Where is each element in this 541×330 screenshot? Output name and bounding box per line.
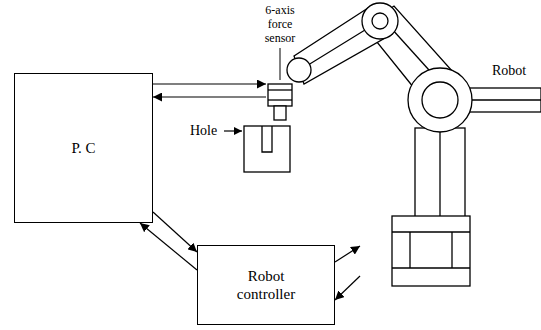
computer-box: P. C bbox=[14, 73, 153, 223]
force-sensor: 6-axis force sensor bbox=[266, 80, 294, 122]
part-label: Hole bbox=[190, 123, 217, 139]
data-arrow bbox=[335, 246, 360, 262]
data-arrow bbox=[153, 96, 266, 97]
data-arrow bbox=[140, 223, 197, 270]
column-line bbox=[439, 130, 440, 216]
leader-line bbox=[280, 48, 281, 80]
robot-arm: Robot bbox=[360, 0, 541, 290]
controller-box: Robot controller bbox=[197, 245, 335, 325]
sensor-line bbox=[268, 99, 292, 100]
base-line bbox=[409, 232, 410, 268]
shoulder-joint bbox=[422, 82, 458, 118]
robot-column bbox=[415, 128, 465, 218]
data-arrow bbox=[153, 83, 266, 84]
hole-slot bbox=[262, 126, 272, 152]
data-arrow bbox=[335, 276, 360, 300]
elbow-joint bbox=[362, 3, 398, 39]
part-label: 6-axis force sensor bbox=[254, 3, 306, 45]
part-label: Robot bbox=[492, 62, 526, 79]
shoulder-joint bbox=[408, 68, 472, 132]
beam-line bbox=[470, 99, 541, 100]
sensor-line bbox=[268, 89, 292, 90]
box-label: Robot controller bbox=[226, 267, 306, 303]
base-line bbox=[451, 232, 452, 268]
sensor-body bbox=[268, 84, 292, 106]
elbow-joint bbox=[372, 13, 388, 29]
robot-base bbox=[392, 216, 470, 286]
wrist-joint bbox=[287, 58, 311, 82]
leader-arrow bbox=[224, 130, 242, 131]
peg bbox=[274, 106, 286, 120]
box-label: P. C bbox=[71, 139, 95, 157]
data-arrow bbox=[153, 212, 197, 252]
base-line bbox=[392, 231, 470, 232]
hole-block bbox=[244, 126, 290, 172]
base-line bbox=[392, 267, 470, 268]
